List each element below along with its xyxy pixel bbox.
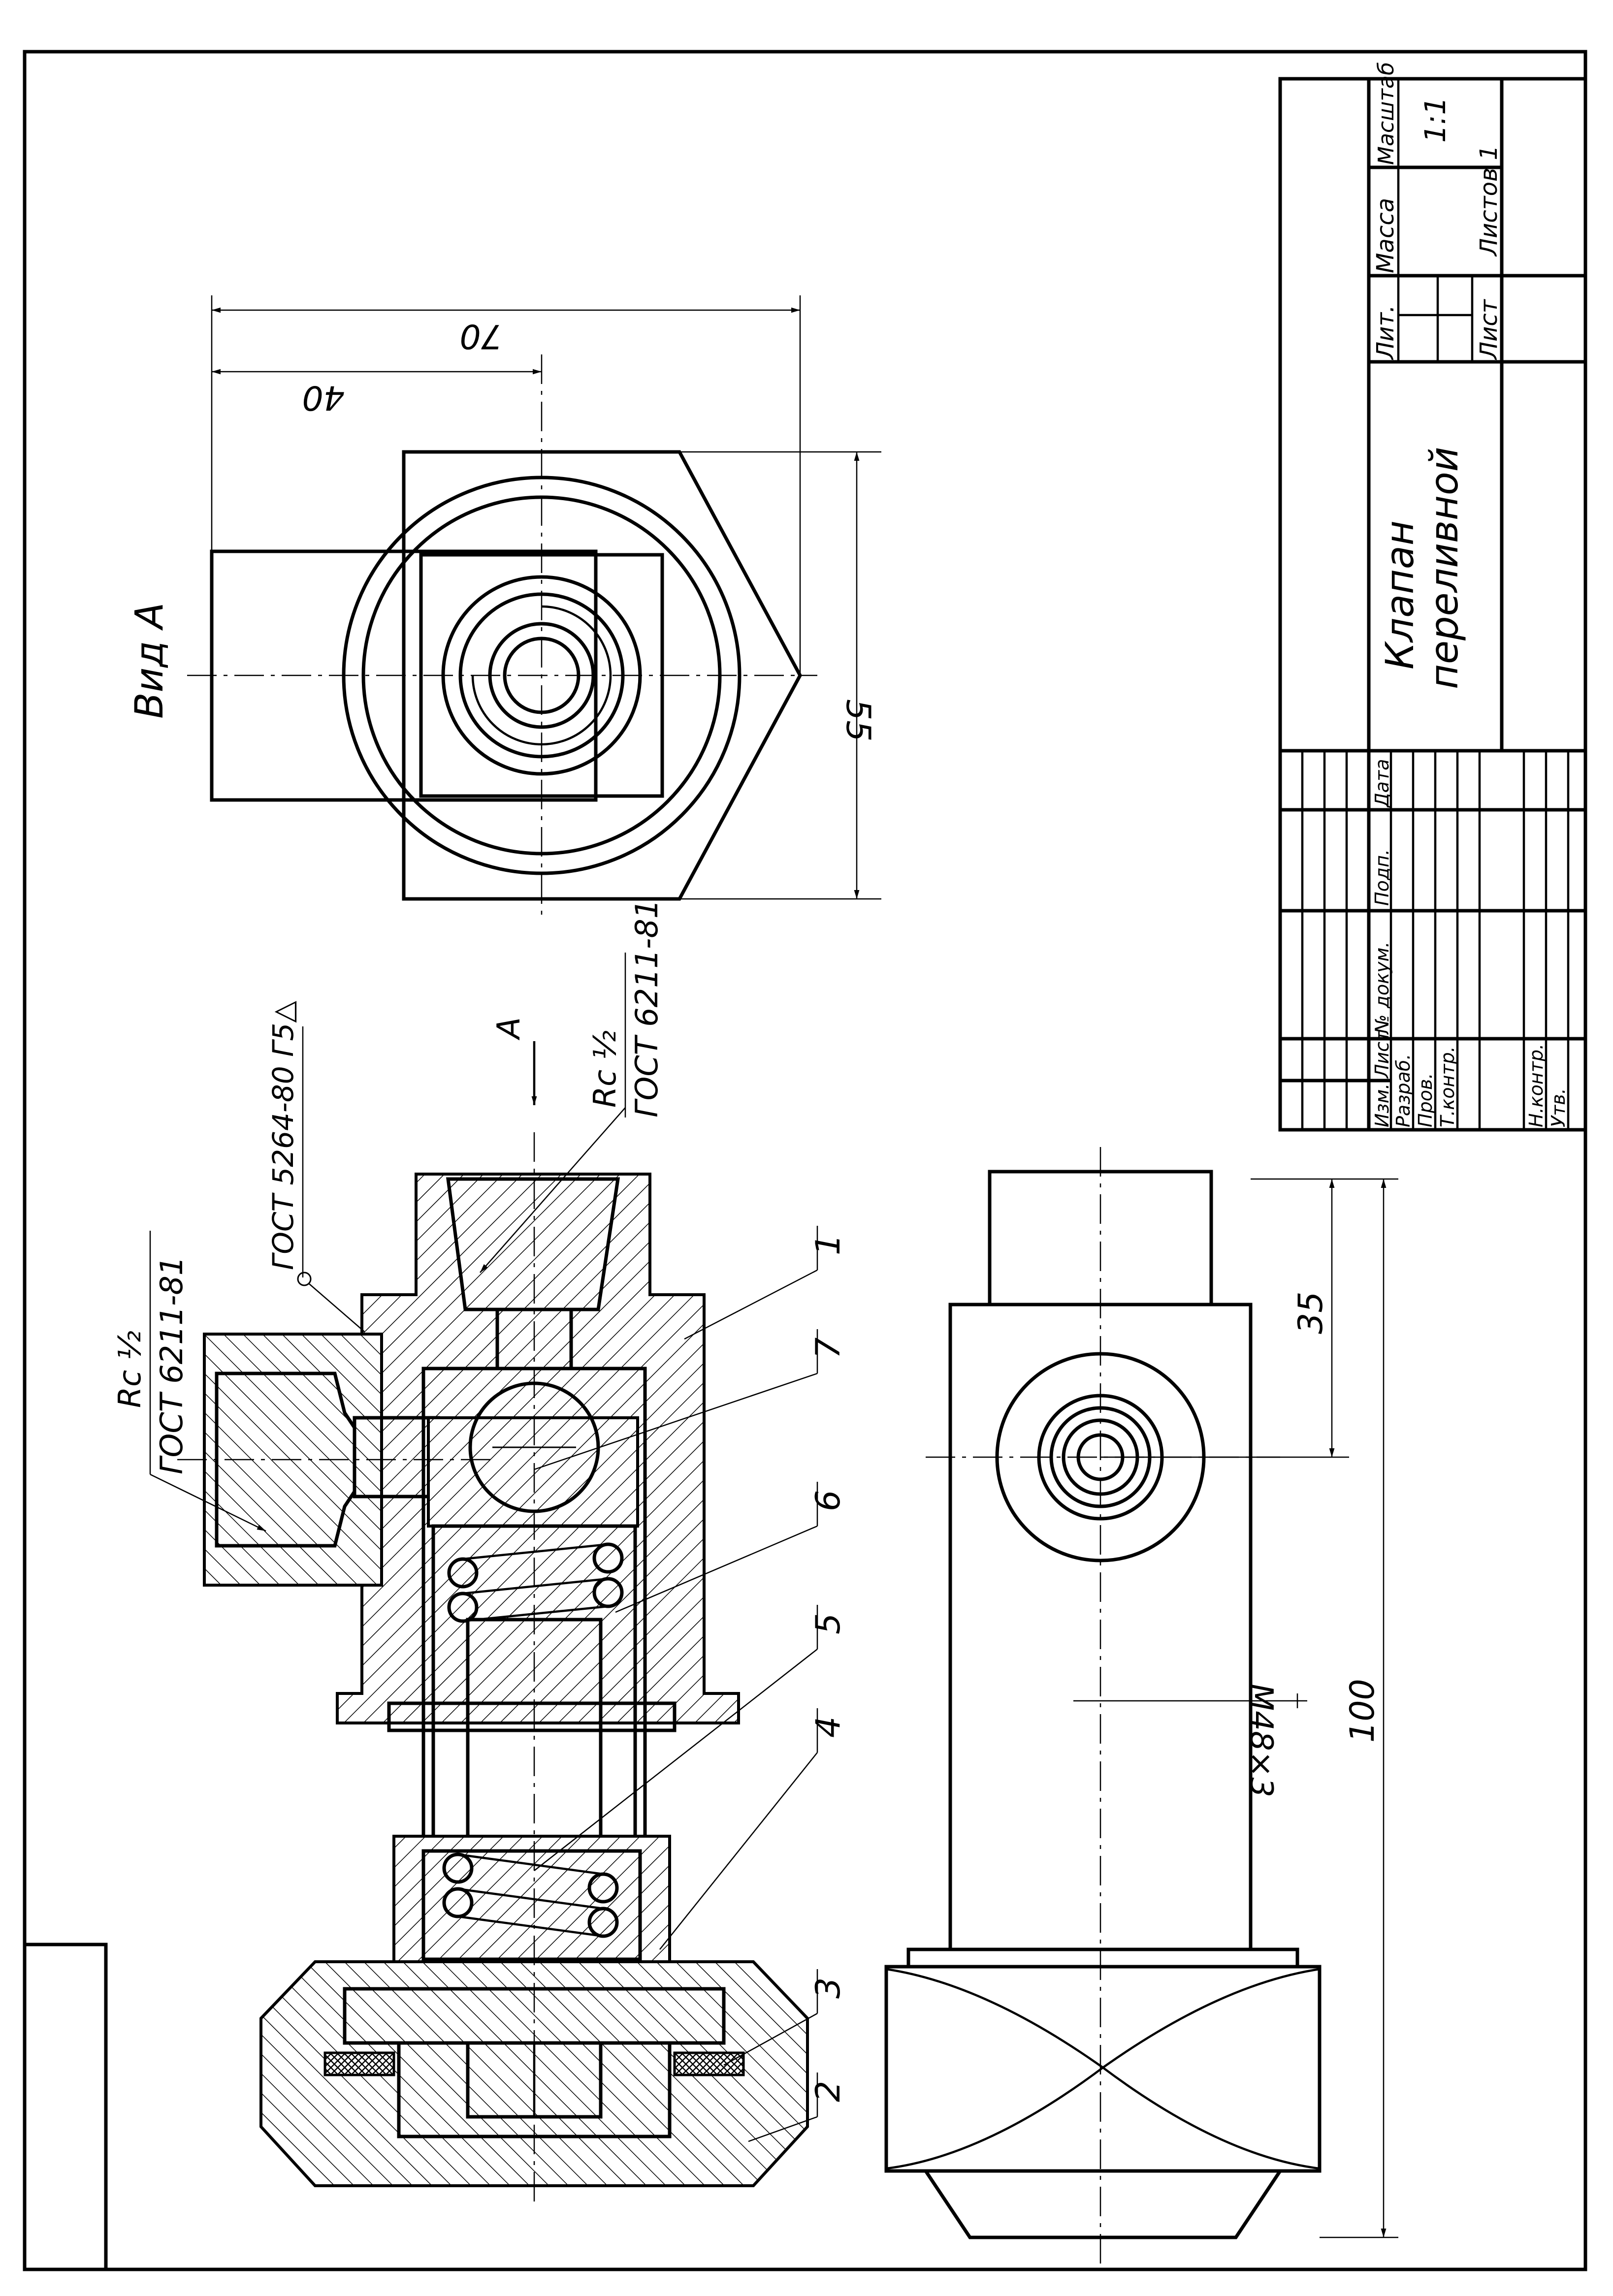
section-view: А Rc ½ ГОСТ 6211-81 ГОСТ 5264-80 Г5△ Rc … [112,899,848,2205]
callout-leader [684,1269,818,1340]
title-block-frame [1278,77,1587,1132]
callout-4: 4 [809,1717,848,1738]
tb-listov: Листов 1 [1475,145,1503,257]
tb-lit: Лит. [1372,305,1399,360]
top-port [446,1177,620,1311]
sheet-frame [23,50,1587,2271]
callout-leader [615,1525,818,1613]
tb-list: Лист [1475,298,1503,360]
tb-masshtab: Масштаб [1374,62,1399,165]
view-label: Вид А [128,603,172,719]
tb-data: Дата [1371,759,1393,808]
weld-leader [309,1283,365,1332]
tb-izm: Изм. [1371,1084,1393,1127]
callout-leader [534,1372,818,1470]
tb-role-tkontr: Т.контр. [1437,1046,1458,1127]
front-cap-chamfer [922,2169,1284,2239]
lower-leader [150,1473,266,1532]
callout-1: 1 [809,1234,848,1255]
thread-label: M48×3 [1243,1684,1279,1797]
callout-2: 2 [809,2081,848,2102]
spring-upper [447,1542,624,1623]
spring-line [457,1887,604,1910]
dim-text-35: 35 [1291,1291,1330,1334]
callout-leader [723,2012,818,2066]
upper-rc: Rc ½ [587,1030,623,1108]
corner-box [23,1943,108,2271]
tb-name-2: переливной [1422,447,1467,689]
spring-line [457,1915,604,1938]
collar-ring [387,1701,677,1732]
gasket-3-left [323,2051,395,2076]
front-view: 35 100 M48×3 [884,1147,1398,2264]
callouts: 1 7 6 5 4 3 2 [534,1226,848,2142]
tb-massa: Масса [1372,198,1399,273]
spring-line [462,1577,609,1595]
weld-circle [297,1272,312,1286]
upper-gost: ГОСТ 6211-81 [629,899,665,1117]
callout-6: 6 [809,1490,848,1511]
front-nut [884,1965,1322,2173]
tb-list-h: Лист [1371,1030,1393,1079]
callout-leader [659,1752,818,1950]
dim-text-100: 100 [1343,1679,1382,1743]
callout-5: 5 [809,1613,848,1634]
valve-seat-7 [427,1416,639,1528]
gasket-3-right [673,2051,745,2076]
front-nut-face-1 [886,1968,1105,2170]
callout-leader [748,2116,818,2142]
tb-role-nkontr: Н.контр. [1525,1044,1547,1127]
tb-scale: 1:1 [1419,97,1452,143]
tb-role-razrab: Разраб. [1392,1054,1414,1127]
top-view: 70 40 55 Вид А [128,295,881,921]
lower-rc: Rc ½ [112,1331,148,1408]
top-thread-arc [471,605,612,746]
top-view-hex [402,450,802,901]
title-block: Лит. Масса Масштаб 1:1 Лист Листов 1 Кла… [1278,62,1587,1132]
tb-dokum: № докум. [1371,942,1393,1035]
tb-podp: Подп. [1371,849,1393,906]
weld-gost: ГОСТ 5264-80 Г5△ [266,1001,300,1270]
front-nut-face-2 [1101,1968,1320,2170]
dim-text-40: 40 [302,378,345,417]
dim-text-55: 55 [839,699,877,742]
callout-3: 3 [809,1977,848,1999]
tb-name-1: Клапан [1378,520,1422,670]
lower-gost: ГОСТ 6211-81 [154,1256,190,1474]
tb-role-utv: Утв. [1548,1088,1569,1127]
cup-cavity [421,1849,642,1961]
spring-lower [442,1852,619,1938]
callout-leader [534,1649,818,1871]
tb-role-prov: Пров. [1415,1073,1436,1127]
upper-leader [480,1107,626,1273]
spring-line [457,1853,604,1876]
front-top-port [988,1170,1213,1307]
spring-line [462,1543,609,1561]
dim-text-70: 70 [459,317,502,355]
view-arrow-label: А [491,1017,527,1041]
front-collar [906,1947,1299,1969]
callout-7: 7 [809,1338,848,1359]
